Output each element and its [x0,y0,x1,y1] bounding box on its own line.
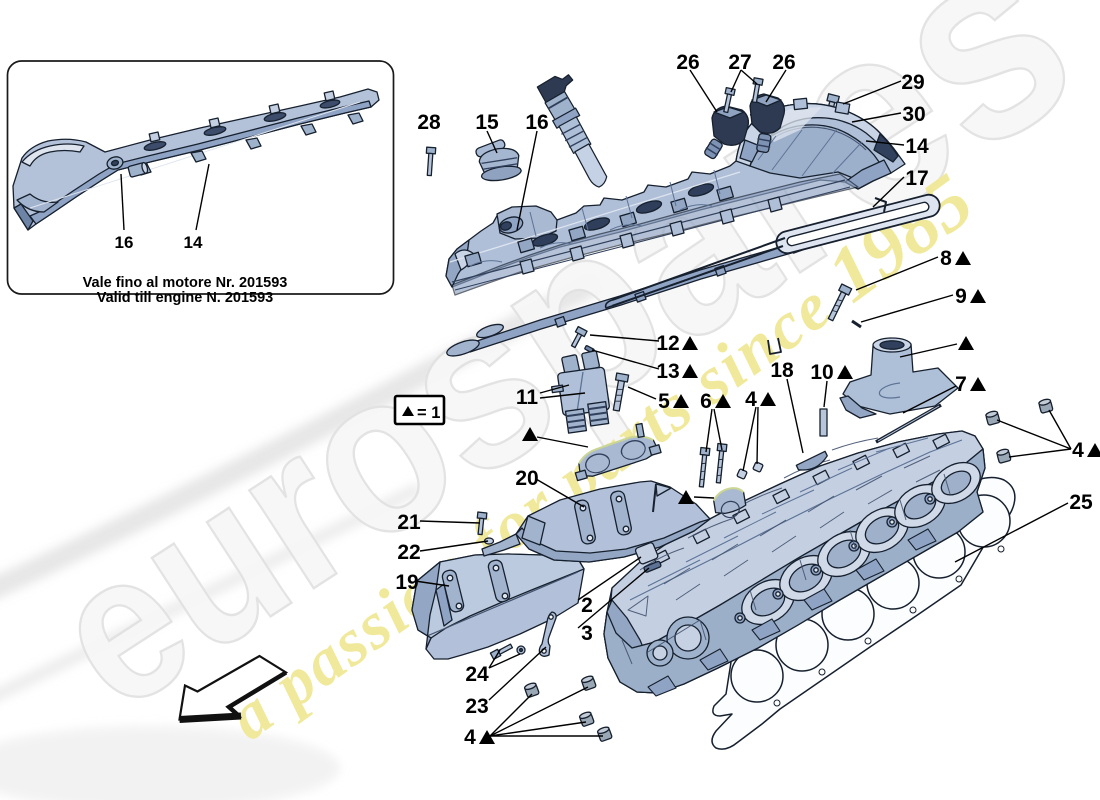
svg-text:Valid till engine N. 201593: Valid till engine N. 201593 [97,290,274,306]
svg-text:30: 30 [902,103,925,126]
svg-text:8: 8 [940,247,952,270]
svg-text:7: 7 [955,373,967,396]
svg-text:15: 15 [475,111,499,134]
svg-text:18: 18 [770,359,794,382]
svg-text:14: 14 [905,135,929,158]
svg-text:11: 11 [516,386,539,409]
svg-text:17: 17 [905,167,928,190]
svg-text:4: 4 [1072,439,1084,462]
svg-text:16: 16 [115,233,134,252]
svg-text:26: 26 [772,51,795,74]
svg-text:= 1: = 1 [417,404,440,422]
svg-text:24: 24 [465,663,489,686]
svg-text:4: 4 [745,388,757,411]
svg-text:21: 21 [397,511,421,534]
svg-text:10: 10 [810,361,833,384]
svg-text:26: 26 [676,51,699,74]
svg-text:Vale fino al motore Nr. 201593: Vale fino al motore Nr. 201593 [83,275,288,291]
svg-text:27: 27 [728,51,751,74]
svg-text:22: 22 [397,541,420,564]
svg-text:4: 4 [464,726,476,749]
svg-text:12: 12 [656,332,679,355]
svg-text:28: 28 [417,111,441,134]
svg-text:13: 13 [656,360,679,383]
svg-text:3: 3 [581,622,593,645]
svg-text:14: 14 [184,233,203,252]
svg-text:19: 19 [395,571,418,594]
svg-text:23: 23 [465,695,488,718]
svg-text:16: 16 [525,111,548,134]
svg-text:25: 25 [1069,491,1093,514]
svg-text:20: 20 [515,467,538,490]
svg-text:29: 29 [901,71,924,94]
svg-text:2: 2 [581,594,593,617]
svg-text:9: 9 [955,285,967,308]
svg-text:6: 6 [700,390,712,413]
svg-text:5: 5 [658,390,670,413]
